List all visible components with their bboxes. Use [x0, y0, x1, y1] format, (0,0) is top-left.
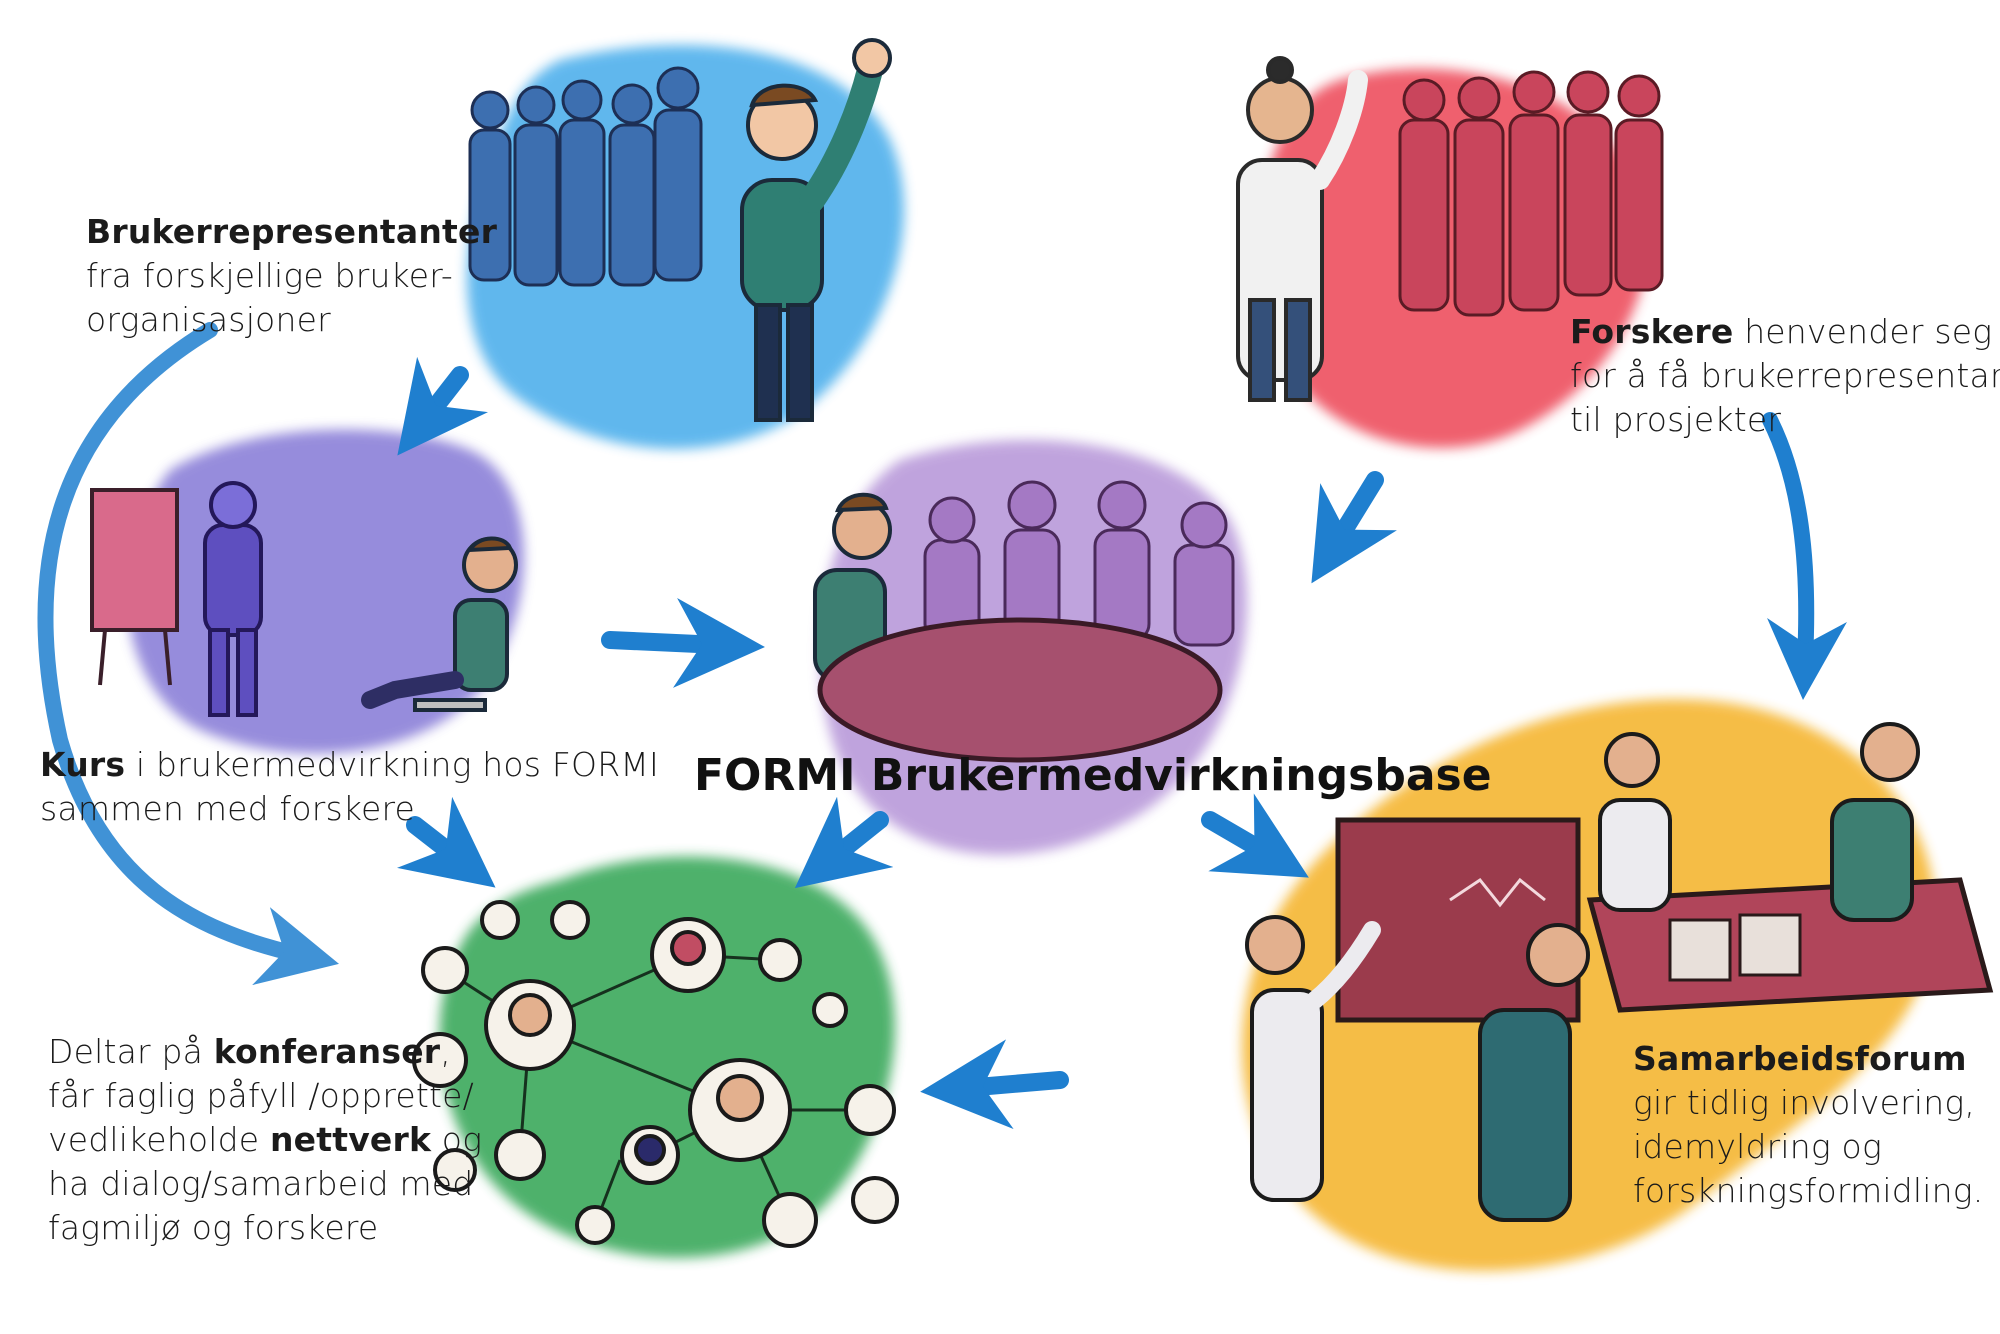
arrow-forum-to-network — [920, 1039, 1069, 1130]
seated-student-figure — [361, 536, 518, 712]
researchers-line-3: til prosjekter — [1570, 400, 1782, 439]
network-line-5: fagmiljø og forskere — [48, 1208, 379, 1247]
network-label: Deltar på konferanser, får faglig påfyll… — [48, 1030, 482, 1250]
forum-woman-seated — [1598, 732, 1672, 912]
forum-man-standing — [1478, 923, 1590, 1222]
crowd-figures — [468, 66, 703, 287]
presenter-figure — [203, 481, 263, 717]
forum-line-2: gir tidlig involvering, — [1633, 1083, 1976, 1122]
representatives-line-3: organisasjoner — [86, 300, 331, 339]
researchers-heading: Forskere — [1570, 312, 1734, 351]
arrow-base-to-forum — [1201, 793, 1309, 878]
arrow-course-to-network — [396, 796, 496, 888]
course-line-2: sammen med forskere — [40, 789, 416, 828]
researchers-line-2: for å få brukerrepresentanter — [1570, 356, 2000, 395]
representatives-label: Brukerrepresentanter fra forskjellige br… — [86, 210, 497, 342]
network-network-word: nettverk — [269, 1120, 432, 1159]
arrow-representatives-to-course — [397, 356, 489, 456]
course-line-1-rest: i brukermedvirkning hos FORMI — [125, 745, 659, 784]
representatives-heading: Brukerrepresentanter — [86, 212, 498, 251]
network-line-4: ha dialog/samarbeid med — [48, 1164, 474, 1203]
course-illustration — [90, 429, 524, 754]
forum-line-4: forskningsformidling. — [1633, 1171, 1984, 1210]
arrow-researchers-to-forum — [1762, 412, 1847, 700]
table-people — [923, 480, 1235, 647]
network-nodes — [412, 900, 899, 1248]
network-line-1-pre: Deltar på — [48, 1032, 214, 1071]
forum-heading: Samarbeidsforum — [1633, 1039, 1967, 1078]
network-line-3-pre: vedlikeholde — [48, 1120, 270, 1159]
course-label: Kurs i brukermedvirkning hos FORMI samme… — [40, 743, 659, 831]
round-table — [817, 617, 1223, 763]
network-line-3-post: og — [431, 1120, 483, 1159]
researcher-crowd — [1398, 70, 1664, 317]
forum-woman-standing — [1245, 915, 1381, 1202]
researcher-woman-figure — [1236, 56, 1368, 402]
forum-man-seated — [1830, 722, 1920, 922]
arrow-researchers-to-base — [1311, 471, 1397, 584]
flipchart — [90, 488, 179, 686]
network-line-2: får faglig påfyll /opprette/ — [48, 1076, 474, 1115]
diagram-title: FORMI Brukermedvirkningsbase — [694, 750, 1492, 801]
wall-board — [1335, 817, 1581, 1023]
researchers-label: Forskere henvender seg for å få brukerre… — [1570, 310, 2000, 442]
forum-label: Samarbeidsforum gir tidlig involvering, … — [1633, 1037, 1983, 1213]
forum-illustration — [1242, 699, 1994, 1271]
representatives-group-illustration — [467, 38, 904, 449]
arrow-base-to-network — [794, 796, 894, 889]
network-line-1-post: , — [440, 1032, 451, 1071]
representatives-line-2: fra forskjellige bruker- — [86, 256, 453, 295]
arrow-course-to-base — [601, 598, 765, 688]
course-heading: Kurs — [40, 745, 126, 784]
network-conferences: konferanser — [213, 1032, 441, 1071]
arrow-representatives-to-network — [37, 322, 340, 986]
central-table-illustration — [813, 440, 1247, 855]
forum-line-3: idemyldring og — [1633, 1127, 1882, 1166]
flow-arrows — [37, 322, 1847, 1130]
waving-man-figure — [740, 38, 892, 422]
researchers-line-1-rest: henvender seg — [1733, 312, 1993, 351]
researchers-group-illustration — [1236, 56, 1664, 448]
network-illustration — [412, 856, 899, 1258]
